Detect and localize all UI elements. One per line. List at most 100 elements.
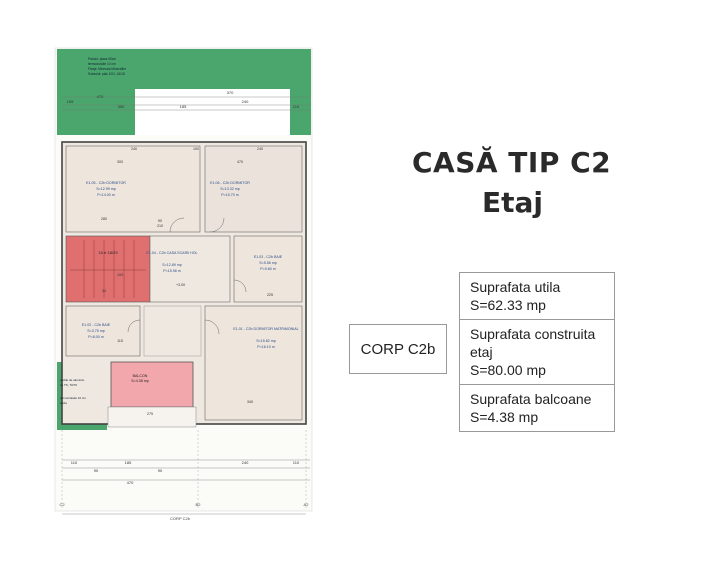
svg-text:P=15.98 m: P=15.98 m xyxy=(163,269,180,273)
dimension-labels-inner: 240 100 240 300 470 280 90 210 275 340 1… xyxy=(101,147,273,416)
svg-text:Fixaje: Minerala Minerallier: Fixaje: Minerala Minerallier xyxy=(88,67,127,71)
info-row-balcony: Suprafata balcoane S=4.38 mp xyxy=(460,385,614,431)
svg-text:Panoul: placa 60cm: Panoul: placa 60cm xyxy=(88,57,116,61)
svg-text:BALCON: BALCON xyxy=(133,374,148,378)
corp-label: CORP C2b xyxy=(360,340,436,358)
svg-text:A2: A2 xyxy=(304,502,310,507)
svg-text:110: 110 xyxy=(293,460,300,465)
svg-text:370: 370 xyxy=(227,90,234,95)
svg-text:210: 210 xyxy=(157,224,163,228)
grid-axes xyxy=(61,430,307,508)
svg-text:sticla: sticla xyxy=(60,401,67,405)
info-value: S=80.00 mp xyxy=(470,362,546,378)
svg-text:P=16.10 m: P=16.10 m xyxy=(257,345,274,349)
room-labels: E1.05 - C2b DORMITOR S=12.99 mp P=14.00 … xyxy=(82,181,299,383)
svg-text:S=3.75 mp: S=3.75 mp xyxy=(87,329,104,333)
room-bedroom-1 xyxy=(65,145,201,233)
svg-text:185: 185 xyxy=(125,460,132,465)
info-value: S=4.38 mp xyxy=(470,409,539,425)
svg-text:225: 225 xyxy=(267,293,273,297)
surface-info-table: Suprafata utila S=62.33 mp Suprafata con… xyxy=(459,272,615,432)
room-bedroom-2 xyxy=(204,145,303,233)
svg-text:E1.05 - C2b DORMITOR: E1.05 - C2b DORMITOR xyxy=(86,181,126,185)
corridor xyxy=(143,305,202,357)
door-swings xyxy=(127,217,247,335)
dimension-labels-bottom: 110 90 185 90 240 110 470 xyxy=(71,460,300,485)
svg-text:S=15.82 mp: S=15.82 mp xyxy=(256,339,275,343)
structure-note: Panoul: placa 60cm termoizolatie 10 cm F… xyxy=(88,57,127,76)
stair-treads xyxy=(70,240,146,298)
svg-text:470: 470 xyxy=(237,160,243,164)
info-row-usable: Suprafata utila S=62.33 mp xyxy=(460,273,614,320)
green-zone-top xyxy=(135,49,311,89)
svg-text:profile de aluminiu: profile de aluminiu xyxy=(60,378,85,382)
svg-text:E1.03 - C2b BAIE: E1.03 - C2b BAIE xyxy=(254,255,283,259)
info-label: Suprafata construita etaj xyxy=(470,326,596,360)
stair-label: 15 tr 18/29 xyxy=(98,250,118,255)
svg-text:185: 185 xyxy=(180,104,187,109)
svg-text:E1.06 - C2b DORMITOR: E1.06 - C2b DORMITOR xyxy=(210,181,250,185)
green-zone-top-right xyxy=(290,89,311,135)
svg-text:240: 240 xyxy=(131,147,137,151)
svg-text:S=13.32 mp: S=13.32 mp xyxy=(220,187,239,191)
svg-text:P=9.60 m: P=9.60 m xyxy=(260,267,275,271)
svg-text:P=14.00 m: P=14.00 m xyxy=(97,193,114,197)
room-bath-1 xyxy=(233,235,303,303)
svg-text:P=15.70 m: P=15.70 m xyxy=(221,193,238,197)
svg-text:termoizolatie 10 cm: termoizolatie 10 cm xyxy=(88,62,116,66)
svg-text:240: 240 xyxy=(242,99,249,104)
svg-text:termoizolatie 10 cm: termoizolatie 10 cm xyxy=(60,396,87,400)
svg-text:S=5.56 mp: S=5.56 mp xyxy=(259,261,276,265)
svg-text:S=4.38 mp: S=4.38 mp xyxy=(131,379,148,383)
dimension-lines-top xyxy=(62,96,310,111)
svg-text:105: 105 xyxy=(67,99,74,104)
svg-text:100: 100 xyxy=(193,147,199,151)
page-subtitle: Etaj xyxy=(482,186,544,219)
svg-text:90: 90 xyxy=(94,468,99,473)
info-label: Suprafata balcoane xyxy=(470,391,592,407)
svg-text:E1.04 - C2b CASA SCARII HOL: E1.04 - C2b CASA SCARII HOL xyxy=(146,251,197,255)
svg-text:90: 90 xyxy=(158,219,162,223)
dimension-labels-top: 370 105 300 185 240 110 470 xyxy=(67,90,300,109)
svg-text:C2: C2 xyxy=(59,502,65,507)
floor-plan: Panoul: placa 60cm termoizolatie 10 cm F… xyxy=(54,47,313,521)
svg-text:cu TS, 70/70: cu TS, 70/70 xyxy=(60,383,77,387)
svg-text:275: 275 xyxy=(147,412,153,416)
svg-text:Subsolul: plak 10/1, 16/18: Subsolul: plak 10/1, 16/18 xyxy=(88,72,125,76)
svg-text:300: 300 xyxy=(117,160,123,164)
green-zone-top-left xyxy=(57,49,135,135)
info-value: S=62.33 mp xyxy=(470,297,546,313)
elevation-mark: +3.00 xyxy=(176,283,185,287)
svg-text:470: 470 xyxy=(97,94,104,99)
page-title: CASĂ TIP C2 xyxy=(412,146,612,179)
svg-text:280: 280 xyxy=(101,217,107,221)
dimension-lines-bottom xyxy=(62,459,310,481)
terrace-white xyxy=(135,89,290,135)
room-bath-2 xyxy=(65,305,141,357)
staircase xyxy=(65,235,151,303)
svg-text:P=8.00 m: P=8.00 m xyxy=(88,335,103,339)
plan-corp-label: CORP C2b xyxy=(170,516,191,521)
svg-text:E1.02 - C2b BAIE: E1.02 - C2b BAIE xyxy=(82,323,111,327)
balcony xyxy=(110,361,194,408)
svg-text:34: 34 xyxy=(102,289,106,293)
svg-text:B2: B2 xyxy=(196,502,202,507)
svg-text:S=12.99 mp: S=12.99 mp xyxy=(96,187,115,191)
svg-text:470: 470 xyxy=(127,480,134,485)
svg-text:110: 110 xyxy=(293,104,300,109)
svg-text:300: 300 xyxy=(118,104,125,109)
svg-text:90: 90 xyxy=(158,468,163,473)
svg-text:110: 110 xyxy=(71,460,78,465)
room-hall xyxy=(149,235,231,303)
balcony-slab xyxy=(107,406,197,428)
svg-text:240: 240 xyxy=(257,147,263,151)
balcony-note: profile de aluminiu cu TS, 70/70 termoiz… xyxy=(60,378,87,405)
room-master-bedroom xyxy=(204,305,303,421)
info-label: Suprafata utila xyxy=(470,279,561,295)
svg-text:340: 340 xyxy=(247,400,253,404)
svg-text:S=12.89 mp: S=12.89 mp xyxy=(162,263,181,267)
svg-text:153: 153 xyxy=(117,273,123,277)
svg-text:115: 115 xyxy=(117,339,123,343)
svg-text:240: 240 xyxy=(242,460,249,465)
svg-text:E1.01 - C2b DORMITOR MATRIMONI: E1.01 - C2b DORMITOR MATRIMONIAL xyxy=(233,327,298,331)
